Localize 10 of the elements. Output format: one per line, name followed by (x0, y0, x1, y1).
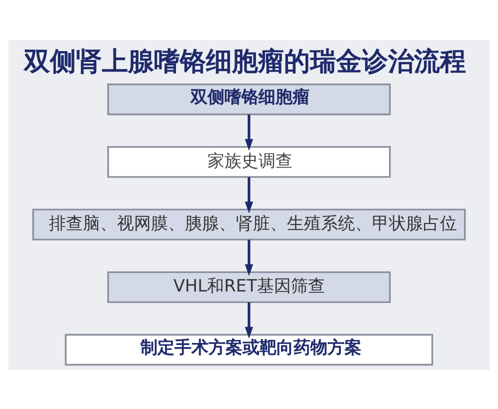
arrow (244, 114, 254, 150)
node-box: VHL和RET基因筛查 (107, 270, 391, 303)
arrow (244, 302, 254, 338)
node-box: 排查脑、视网膜、胰腺、肾脏、生殖系统、甲状腺占位 (32, 208, 466, 240)
node-box: 双侧嗜铬细胞瘤 (107, 83, 391, 115)
arrow (244, 239, 254, 276)
node-box: 制定手术方案或靶向药物方案 (64, 333, 434, 366)
diagram-title: 双侧肾上腺嗜铬细胞瘤的瑞金诊治流程 (24, 46, 466, 76)
arrow (244, 176, 254, 213)
node-box: 家族史调查 (107, 146, 391, 178)
